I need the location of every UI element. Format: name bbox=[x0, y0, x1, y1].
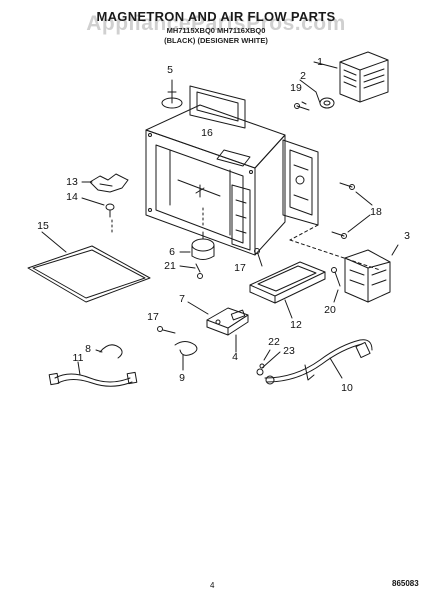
capacitor-assembly bbox=[187, 301, 249, 353]
callout-9: 9 bbox=[179, 372, 185, 384]
callout-16: 16 bbox=[201, 127, 213, 139]
callout-14: 14 bbox=[66, 191, 78, 203]
callout-6: 6 bbox=[169, 246, 175, 258]
site-watermark: AppliancePartsPros.com bbox=[86, 12, 346, 35]
callout-13: 13 bbox=[66, 176, 78, 188]
grease-filter bbox=[27, 231, 151, 303]
bracket-screw bbox=[254, 248, 263, 267]
callout-8: 8 bbox=[85, 343, 91, 355]
callout-22: 22 bbox=[268, 336, 280, 348]
model-numbers: MH7115XBQ0 MH7116XBQ0 bbox=[166, 26, 266, 35]
callout-2: 2 bbox=[300, 70, 306, 82]
callout-21: 21 bbox=[164, 260, 176, 272]
callout-20: 20 bbox=[324, 304, 336, 316]
callout-11: 11 bbox=[72, 352, 84, 364]
cavity-frame bbox=[145, 85, 286, 256]
power-cord-harness bbox=[256, 339, 373, 385]
callout-7: 7 bbox=[179, 293, 185, 305]
callout-15: 15 bbox=[37, 220, 49, 232]
color-variants: (BLACK) (DESIGNER WHITE) bbox=[164, 36, 268, 45]
callout-17-diode: 17 bbox=[147, 311, 159, 323]
callout-5: 5 bbox=[167, 64, 173, 76]
transformer-screw bbox=[331, 267, 341, 303]
stirrer-blade bbox=[81, 173, 129, 233]
hv-diode bbox=[174, 341, 198, 371]
callout-12: 12 bbox=[290, 319, 302, 331]
thermal-cutout bbox=[294, 79, 335, 111]
fan-motor bbox=[179, 204, 215, 279]
callout-17-bracket: 17 bbox=[234, 262, 246, 274]
part-code: 865083 bbox=[392, 579, 419, 588]
magnetron bbox=[313, 51, 389, 103]
hv-transformer bbox=[344, 244, 399, 303]
ground-wire bbox=[95, 344, 123, 359]
callout-10: 10 bbox=[341, 382, 353, 394]
callout-1: 1 bbox=[317, 56, 323, 68]
stirrer-fan bbox=[161, 79, 183, 109]
callout-18: 18 bbox=[370, 206, 382, 218]
callout-3: 3 bbox=[404, 230, 410, 242]
page-number: 4 bbox=[210, 581, 215, 590]
callout-19: 19 bbox=[290, 82, 302, 94]
diode-screw bbox=[157, 326, 176, 334]
callout-23: 23 bbox=[283, 345, 295, 357]
capacitor-bracket bbox=[249, 261, 326, 319]
mounting-screws bbox=[331, 182, 373, 239]
wire-harness bbox=[48, 361, 138, 387]
callout-4: 4 bbox=[232, 351, 238, 363]
diagram-title: MAGNETRON AND AIR FLOW PARTS bbox=[96, 9, 336, 24]
side-duct-panel bbox=[282, 139, 381, 271]
